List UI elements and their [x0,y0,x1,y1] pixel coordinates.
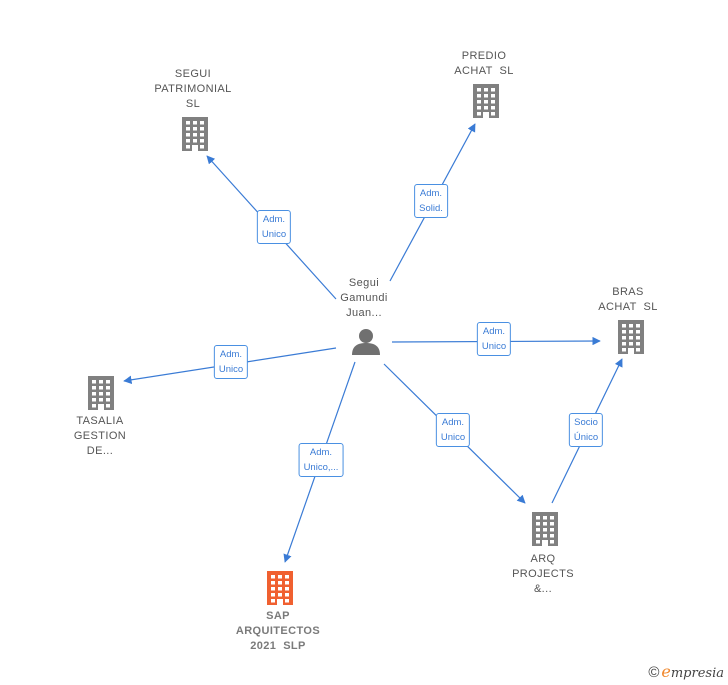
building-icon-sap-arquitectos[interactable] [267,571,293,605]
brand-initial: e [661,662,671,681]
empresia-brand[interactable]: ©empresia [648,662,724,681]
company-label-arq-projects[interactable]: ARQ PROJECTS &... [512,553,574,595]
person-label[interactable]: Segui Gamundi Juan... [340,277,388,319]
edge-label-sap-arquitectos[interactable]: Adm. Unico,... [298,443,344,477]
building-icon-arq-projects[interactable] [532,512,558,546]
company-label-predio-achat[interactable]: PREDIO ACHAT SL [454,50,514,77]
edge-label-bras-achat[interactable]: Adm. Unico [476,322,512,356]
edge-label-segui-patrimonial[interactable]: Adm. Unico [256,210,292,244]
edge-label-tasalia-gestion[interactable]: Adm. Unico [213,345,249,379]
company-label-segui-patrimonial[interactable]: SEGUI PATRIMONIAL SL [154,68,232,110]
company-label-tasalia-gestion[interactable]: TASALIA GESTION DE... [73,415,127,457]
company-label-bras-achat[interactable]: BRAS ACHAT SL [598,286,658,313]
edge-label-arq-projects[interactable]: Adm. Unico [435,413,471,447]
edge-label-bras-achat[interactable]: Socio Único [568,413,604,447]
copyright-symbol: © [648,664,660,681]
edge-label-predio-achat[interactable]: Adm. Solid. [414,184,448,218]
company-label-sap-arquitectos[interactable]: SAP ARQUITECTOS 2021 SLP [235,610,321,652]
building-icon-tasalia-gestion[interactable] [88,376,114,410]
person-icon[interactable] [352,329,380,355]
brand-name: mpresia [670,666,724,681]
building-icon-predio-achat[interactable] [473,84,499,118]
building-icon-bras-achat[interactable] [618,320,644,354]
building-icon-segui-patrimonial[interactable] [182,117,208,151]
